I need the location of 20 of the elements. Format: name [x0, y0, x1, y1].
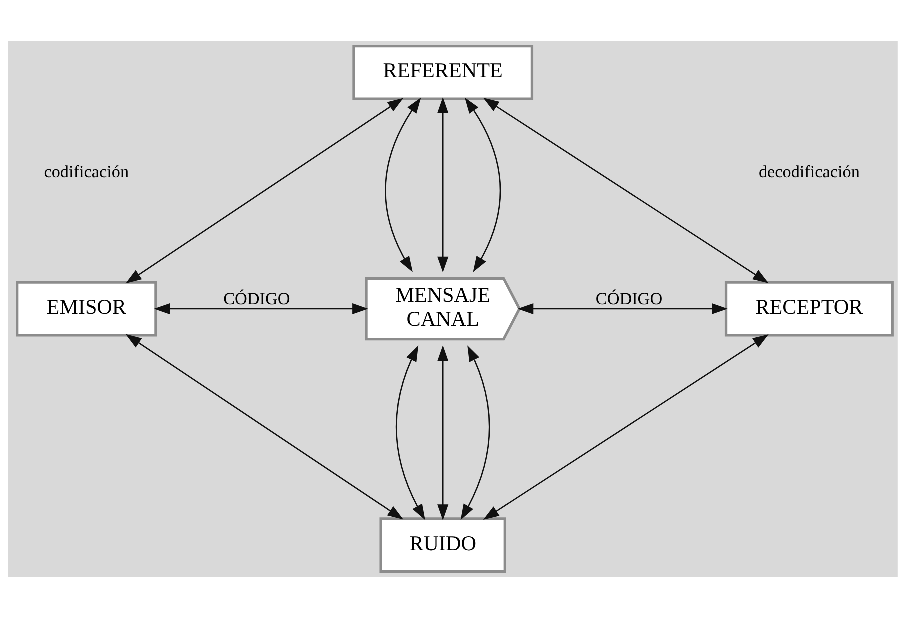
- arrow: [126, 98, 404, 284]
- arrow: [385, 97, 422, 272]
- arrow: [154, 302, 368, 314]
- node-box: EMISOR: [16, 280, 158, 336]
- node-box: RUIDO: [380, 517, 506, 573]
- arrow: [483, 334, 769, 520]
- arrow: [396, 345, 426, 520]
- arrow: [464, 97, 502, 272]
- edge-label: CÓDIGO: [224, 288, 290, 308]
- label: decodificación: [758, 162, 860, 182]
- node-box: REFERENTE: [352, 44, 534, 100]
- label: codificación: [44, 162, 130, 182]
- arrow: [438, 96, 449, 272]
- arrow: [438, 344, 449, 520]
- arrow: [460, 345, 490, 520]
- arrow: [518, 302, 728, 314]
- edge-label: CÓDIGO: [596, 288, 663, 308]
- arrow: [126, 334, 404, 520]
- node-box: RECEPTOR: [724, 280, 894, 336]
- arrow: [483, 98, 769, 283]
